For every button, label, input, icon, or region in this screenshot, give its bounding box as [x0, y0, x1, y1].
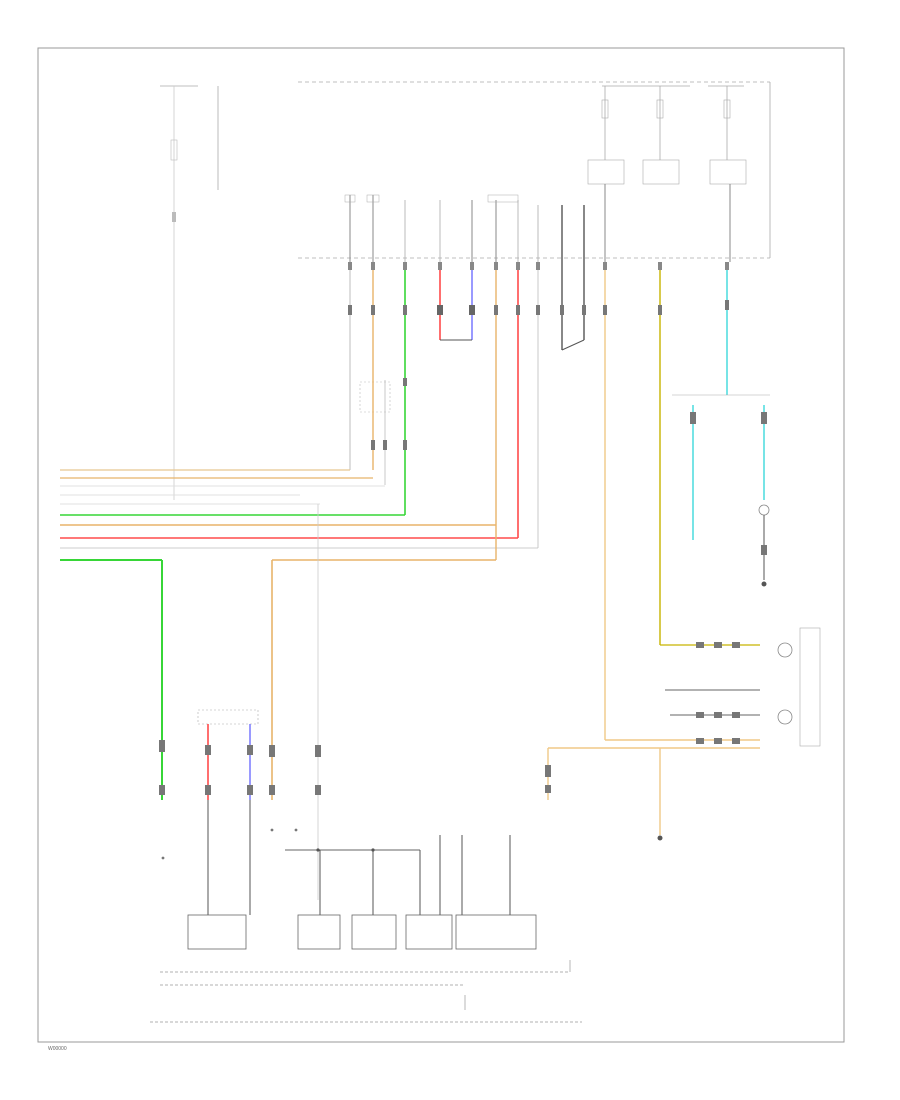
horizontal-harness — [60, 469, 538, 900]
left-feed — [160, 85, 219, 500]
diagram-code: W00000 — [48, 1046, 67, 1052]
top-right-fuses — [587, 85, 747, 262]
junction-block — [359, 378, 407, 515]
right-lamp-circuit — [672, 394, 770, 587]
misc-markers — [161, 828, 375, 860]
bottom-modules — [150, 835, 582, 1023]
upper-connectors — [348, 262, 729, 270]
lower-loop-connector — [197, 709, 259, 915]
diagram-border — [37, 47, 845, 1043]
vertical-harness — [348, 270, 729, 740]
lower-right-relay — [545, 627, 821, 841]
relay-terminals — [344, 194, 585, 351]
